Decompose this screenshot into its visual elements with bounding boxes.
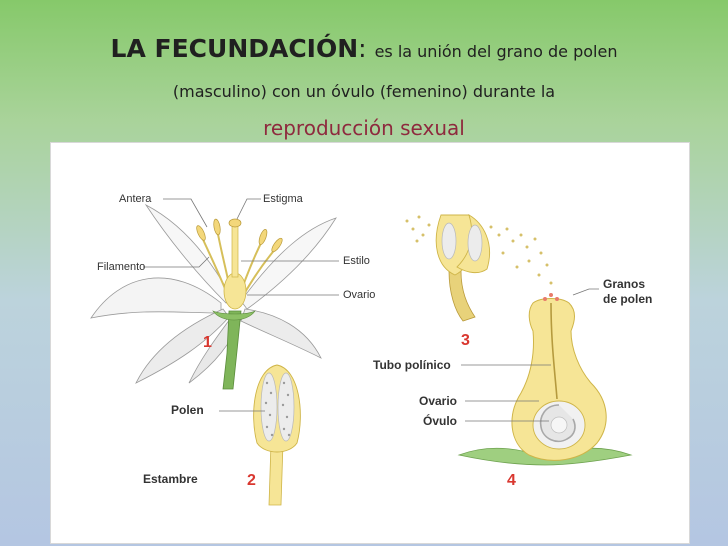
label-ovario-flor: Ovario [343,289,375,301]
figure-number-3: 3 [461,332,470,349]
flower-anthers [196,218,283,253]
anther-pollen-figure: 3 [405,214,553,349]
title-highlight: reproducción sexual [263,116,465,140]
pistil-figure: Granos de polen Tubo polínico Ovario Óvu… [373,277,652,489]
flower-figure: Antera Estigma Filamento Estilo Ovario 1 [90,193,375,390]
title-keyword: LA FECUNDACIÓN [110,34,359,63]
stamen-figure: Polen Estambre 2 [143,364,301,506]
label-tubo-polinico: Tubo polínico [373,358,451,372]
anther3-sac-right [467,224,483,262]
label-granos-line1: Granos [603,277,645,291]
pollen-sac-left [260,372,278,442]
anther3-sac-left [441,222,457,260]
pollen-on-stigma [543,293,559,301]
flower-petal-right [240,217,337,310]
slide-title: LA FECUNDACIÓN: es la unión del grano de… [0,0,728,142]
flower-petal-left-lower [135,308,230,384]
pollen-tube [550,302,558,400]
figure-number-2: 2 [247,472,256,489]
figure-number-1: 1 [203,334,212,351]
ovule-core [550,416,568,434]
figure-number-4: 4 [507,472,516,489]
label-estambre: Estambre [143,472,198,486]
label-estigma: Estigma [263,193,304,205]
label-filamento: Filamento [97,261,145,273]
title-line-1: LA FECUNDACIÓN: es la unión del grano de… [0,34,728,63]
released-pollen-grains [405,215,553,285]
title-definition-part2: (masculino) con un óvulo (femenino) dura… [172,82,556,101]
flower-petal-back [144,203,230,304]
flower-style [231,224,239,278]
flower-petal-right-lower [240,308,322,359]
flower-ovary [223,272,247,310]
title-definition-part1: es la unión del grano de polen [374,42,618,61]
flower-stem [222,310,242,390]
pollen-sac-right [277,372,295,442]
diagram-panel: Antera Estigma Filamento Estilo Ovario 1… [50,142,690,544]
anther3-filament [448,270,476,322]
label-ovario-pistilo: Ovario [419,394,457,408]
flower-stigma [228,218,242,228]
flower-sepal [212,310,256,321]
label-polen: Polen [171,403,204,417]
pollen-grains-inside [264,381,291,437]
label-antera: Antera [119,193,152,205]
label-granos-line2: de polen [603,292,652,306]
label-ovulo: Óvulo [423,413,457,428]
title-colon: : [358,34,367,63]
label-estilo: Estilo [343,255,370,267]
flower-petal-left [90,277,222,319]
fertilization-diagram: Antera Estigma Filamento Estilo Ovario 1… [90,193,652,506]
